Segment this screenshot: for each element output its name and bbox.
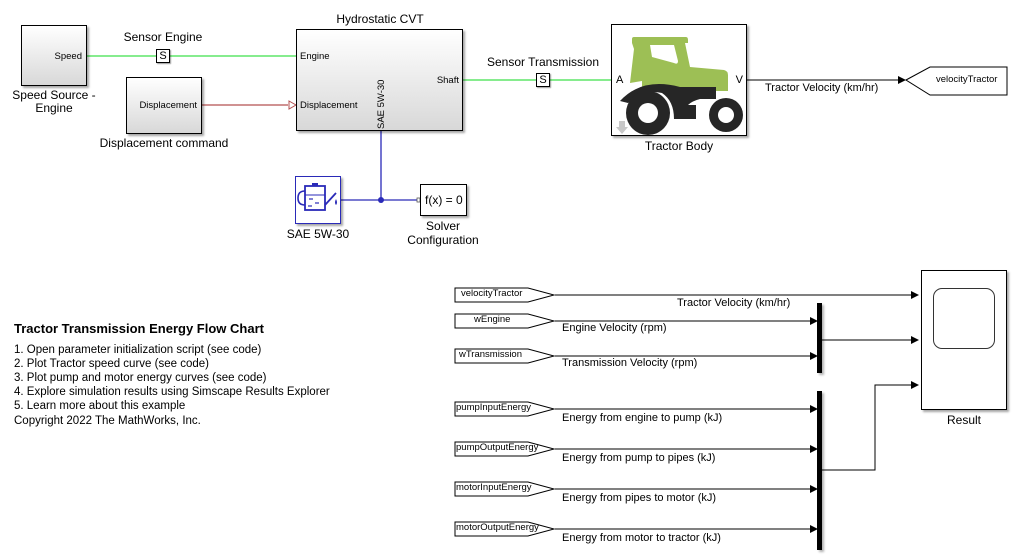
hydraulic-junction xyxy=(378,197,384,203)
sensor-transmission-block[interactable]: S xyxy=(536,73,550,87)
solver-configuration-block[interactable]: f(x) = 0 xyxy=(420,184,467,216)
annotation-item-2[interactable]: 2. Plot Tractor speed curve (see code) xyxy=(14,358,209,370)
goto-velocity-tractor[interactable] xyxy=(905,66,1015,96)
signal-label: Energy from pipes to motor (kJ) xyxy=(562,492,717,504)
line-bus2-to-scope[interactable] xyxy=(822,381,919,471)
from-block-motorInputEnergy[interactable] xyxy=(454,481,558,497)
solver-glyph: f(x) = 0 xyxy=(425,193,463,207)
goto-velocity-tag: velocityTractor xyxy=(936,74,998,85)
cvt-label: Hydrostatic CVT xyxy=(336,12,424,26)
speed-source-label: Speed Source - Engine xyxy=(12,88,96,115)
signal-label: Energy from pump to pipes (kJ) xyxy=(562,452,716,464)
from-block-velocityTractor[interactable] xyxy=(454,287,558,303)
signal-label: Transmission Velocity (rpm) xyxy=(562,357,698,369)
result-label: Result xyxy=(946,413,981,427)
tractor-body-label: Tractor Body xyxy=(644,139,714,153)
sensor-engine-block[interactable]: S xyxy=(156,49,170,63)
displacement-label: Displacement command xyxy=(99,136,229,150)
from-tag-label: wTransmission xyxy=(459,349,522,360)
fluid-block[interactable] xyxy=(295,176,341,224)
signal-label: Energy from motor to tractor (kJ) xyxy=(562,532,721,544)
cvt-port-shaft: Shaft xyxy=(436,75,459,86)
signal-label: Energy from engine to pump (kJ) xyxy=(562,412,723,424)
solver-configuration-label: Solver Configuration xyxy=(407,219,479,247)
scope-icon xyxy=(933,288,995,349)
annotation-item-1[interactable]: 1. Open parameter initialization script … xyxy=(14,344,262,356)
from-tag-label: motorInputEnergy xyxy=(456,482,532,493)
from-block-pumpInputEnergy[interactable] xyxy=(454,401,558,417)
displacement-block[interactable]: Displacement xyxy=(126,77,202,134)
from-tag-label: wEngine xyxy=(474,314,511,325)
speed-port-label: Speed xyxy=(54,51,82,62)
sensor-engine-label: Sensor Engine xyxy=(123,30,203,44)
tractor-body-block[interactable]: A V xyxy=(611,24,747,136)
from-block-motorOutputEnergy[interactable] xyxy=(454,521,558,537)
annotation-item-5[interactable]: 5. Learn more about this example xyxy=(14,400,186,412)
annotation-title: Tractor Transmission Energy Flow Chart xyxy=(14,321,264,336)
cvt-block[interactable]: Engine Displacement Shaft SAE 5W-30 xyxy=(296,29,463,131)
oil-can-icon xyxy=(297,183,337,211)
displacement-port-arrow xyxy=(288,100,298,110)
tractor-velocity-signal-label: Tractor Velocity (km/hr) xyxy=(765,82,879,94)
tractor-port-v: V xyxy=(735,74,743,86)
bus-creator-velocities[interactable] xyxy=(817,303,822,373)
tractor-port-a: A xyxy=(616,74,624,86)
from-block-pumpOutputEnergy[interactable] xyxy=(454,441,558,457)
from-tag-label: velocityTractor xyxy=(461,288,523,299)
speed-source-block[interactable]: Speed xyxy=(21,25,87,86)
cvt-port-fluid: SAE 5W-30 xyxy=(376,79,387,129)
displacement-port-label: Displacement xyxy=(139,100,197,111)
from-block-wEngine[interactable] xyxy=(454,313,558,329)
signal-label: Tractor Velocity (km/hr) xyxy=(677,297,791,309)
annotation-copyright: Copyright 2022 The MathWorks, Inc. xyxy=(14,415,201,427)
bus-creator-energies[interactable] xyxy=(817,391,822,550)
from-tag-label: pumpInputEnergy xyxy=(456,402,531,413)
fluid-label: SAE 5W-30 xyxy=(286,227,350,241)
from-tag-label: motorOutputEnergy xyxy=(456,522,539,533)
down-arrow-icon xyxy=(616,121,628,134)
tractor-icon xyxy=(620,37,743,135)
signal-label: Engine Velocity (rpm) xyxy=(562,322,667,334)
from-tag-label: pumpOutputEnergy xyxy=(456,442,539,453)
sensor-transmission-label: Sensor Transmission xyxy=(486,55,600,69)
annotation-item-4[interactable]: 4. Explore simulation results using Sims… xyxy=(14,386,330,398)
cvt-port-engine: Engine xyxy=(300,51,330,62)
cvt-port-displacement: Displacement xyxy=(300,100,358,111)
result-scope-block[interactable] xyxy=(921,270,1007,410)
annotation-item-3[interactable]: 3. Plot pump and motor energy curves (se… xyxy=(14,372,267,384)
from-block-wTransmission[interactable] xyxy=(454,348,558,364)
